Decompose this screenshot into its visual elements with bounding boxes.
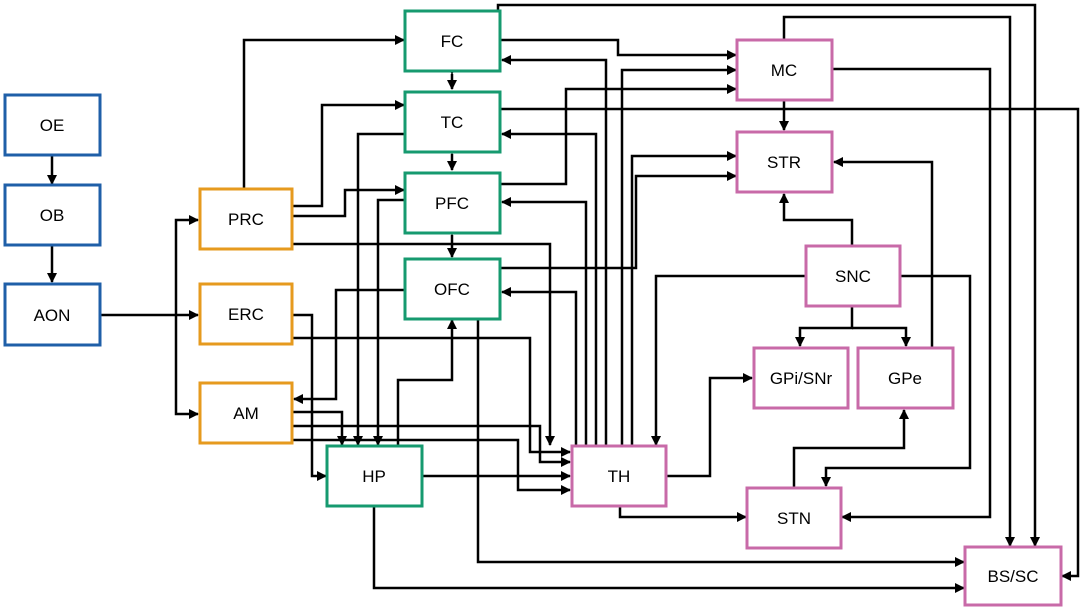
node-prc-box bbox=[198, 187, 294, 251]
edge-pfc-hp bbox=[373, 198, 404, 446]
node-ob-label: OB bbox=[40, 206, 65, 225]
edge-erc-th bbox=[292, 336, 571, 457]
node-ofc: OFC bbox=[403, 257, 502, 321]
node-bs-sc-box bbox=[963, 545, 1063, 607]
node-aon-box bbox=[3, 282, 102, 347]
edge-tc-bssc bbox=[500, 107, 1080, 581]
edge-th-str bbox=[630, 151, 737, 445]
node-str-box bbox=[735, 130, 834, 194]
edge-snc-th bbox=[651, 274, 806, 446]
node-stn: STN bbox=[745, 486, 843, 550]
node-pfc: PFC bbox=[403, 171, 502, 235]
edge-tc-hp bbox=[353, 132, 404, 446]
node-prc-label: PRC bbox=[228, 210, 264, 229]
node-hp-box bbox=[325, 444, 424, 508]
node-gpi-snr: GPi/SNr bbox=[752, 346, 850, 410]
node-aon-label: AON bbox=[34, 306, 71, 325]
node-ob: OB bbox=[3, 183, 102, 247]
edge-th-gpi bbox=[666, 373, 753, 478]
node-fc: FC bbox=[403, 9, 502, 73]
connections bbox=[47, 3, 1080, 593]
node-prc: PRC bbox=[198, 187, 294, 251]
nodes: OE OB AON PRC ERC AM FC TC bbox=[3, 9, 1063, 607]
edge-th-tc bbox=[501, 129, 598, 445]
edge-hp-bssc bbox=[372, 507, 965, 593]
edge-th-fc bbox=[501, 55, 608, 445]
edge-prc-fc bbox=[242, 35, 405, 189]
node-erc: ERC bbox=[198, 282, 294, 346]
node-gpi-snr-label: GPi/SNr bbox=[770, 369, 833, 388]
node-gpi-snr-box bbox=[752, 346, 850, 410]
node-mc: MC bbox=[735, 38, 834, 102]
node-oe-label: OE bbox=[40, 116, 65, 135]
node-gpe-box bbox=[856, 346, 955, 410]
edge-ofc-am bbox=[293, 288, 404, 404]
node-pfc-box bbox=[403, 171, 502, 235]
edge-th-pfc bbox=[501, 197, 588, 445]
node-ofc-box bbox=[403, 257, 502, 321]
node-stn-label: STN bbox=[777, 509, 811, 528]
edge-hp-ofc bbox=[396, 319, 457, 445]
node-erc-label: ERC bbox=[228, 305, 264, 324]
node-snc-label: SNC bbox=[835, 267, 871, 286]
node-pfc-label: PFC bbox=[435, 194, 469, 213]
node-aon: AON bbox=[3, 282, 102, 347]
edge-am-hp bbox=[292, 410, 347, 446]
edge-split-prc bbox=[174, 215, 199, 315]
node-bs-sc-label: BS/SC bbox=[987, 567, 1038, 586]
edge-erc-hp bbox=[292, 313, 327, 481]
edge-stn-gpe bbox=[792, 409, 909, 488]
node-am-box bbox=[198, 381, 294, 445]
edge-snc-gpe bbox=[852, 326, 911, 347]
node-str-label: STR bbox=[767, 153, 801, 172]
edge-th-stn bbox=[618, 507, 747, 522]
edge-pfc-mc bbox=[500, 84, 737, 186]
node-th-box bbox=[570, 444, 668, 508]
node-stn-box bbox=[745, 486, 843, 550]
node-am: AM bbox=[198, 381, 294, 445]
node-tc-box bbox=[403, 90, 502, 154]
edge-gpe-str bbox=[833, 157, 934, 348]
node-hp: HP bbox=[325, 444, 424, 508]
edge-mc-bssc bbox=[782, 15, 1015, 547]
node-oe-box bbox=[3, 93, 102, 157]
node-ofc-label: OFC bbox=[434, 280, 470, 299]
edge-snc-stn bbox=[821, 274, 972, 487]
edge-fc-mc bbox=[500, 38, 737, 60]
edge-prc-tc bbox=[292, 100, 405, 208]
node-snc-box bbox=[804, 244, 902, 308]
node-snc: SNC bbox=[804, 244, 902, 308]
node-th: TH bbox=[570, 444, 668, 508]
edge-prc-pfc bbox=[292, 185, 405, 218]
edge-ofc-bssc bbox=[476, 320, 965, 567]
node-tc-label: TC bbox=[441, 113, 464, 132]
edge-mc-stn bbox=[832, 67, 992, 522]
edge-th-ofc bbox=[501, 287, 578, 445]
edge-am-th bbox=[292, 424, 571, 467]
node-oe: OE bbox=[3, 93, 102, 157]
edge-am-th-2 bbox=[292, 438, 571, 495]
node-hp-label: HP bbox=[362, 467, 386, 486]
node-str: STR bbox=[735, 130, 834, 194]
node-fc-label: FC bbox=[441, 32, 464, 51]
node-ob-box bbox=[3, 183, 102, 247]
node-gpe: GPe bbox=[856, 346, 955, 410]
node-am-label: AM bbox=[233, 404, 259, 423]
edge-split-am bbox=[174, 315, 199, 419]
node-gpe-label: GPe bbox=[888, 369, 922, 388]
node-th-label: TH bbox=[608, 467, 631, 486]
edge-snc-gpi bbox=[795, 307, 854, 347]
edge-snc-str bbox=[779, 193, 854, 245]
node-erc-box bbox=[198, 282, 294, 346]
edge-th-mc bbox=[620, 65, 737, 445]
node-bs-sc: BS/SC bbox=[963, 545, 1063, 607]
node-mc-box bbox=[735, 38, 834, 102]
edge-ofc-str bbox=[500, 171, 737, 270]
node-tc: TC bbox=[403, 90, 502, 154]
node-fc-box bbox=[403, 9, 502, 73]
node-mc-label: MC bbox=[771, 61, 797, 80]
